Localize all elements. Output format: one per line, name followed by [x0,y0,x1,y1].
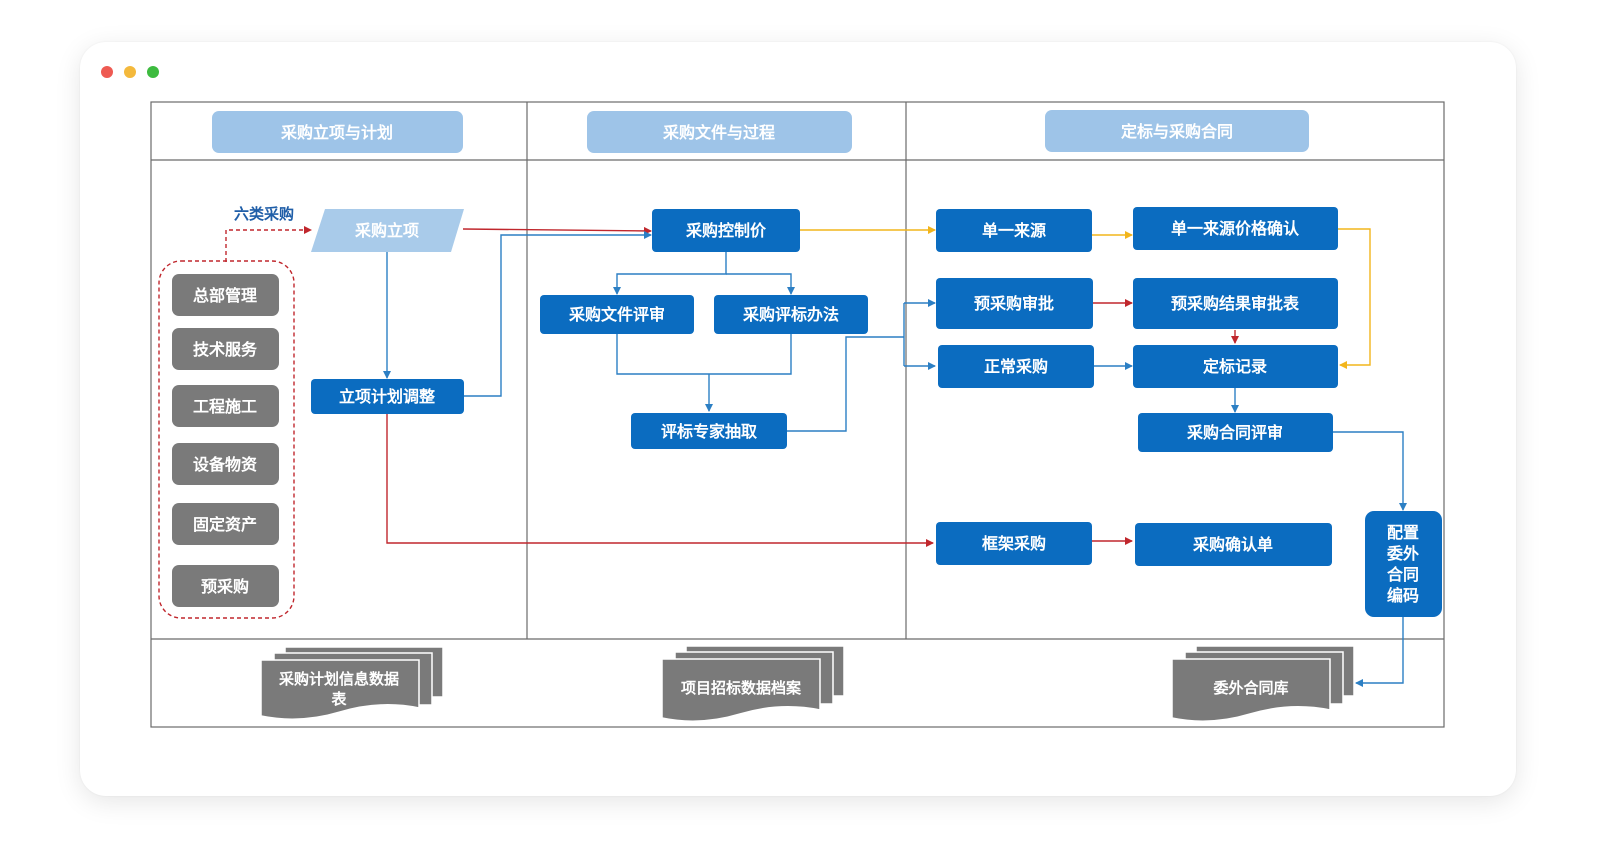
svg-text:采购确认单: 采购确认单 [1192,535,1273,554]
diagram-frame [150,101,1445,728]
lane-header-process-label: 采购文件与过程 [662,123,775,142]
lane-header-contract-label: 定标与采购合同 [1120,122,1233,141]
node-expert-draw: 评标专家抽取 [631,413,787,449]
svg-text:项目招标数据档案: 项目招标数据档案 [681,679,802,697]
window-minimize-button[interactable] [124,66,136,78]
node-single-source: 单一来源 [936,209,1092,252]
lane-grid [150,101,1445,728]
connector-initiation-to-control-price [462,226,652,235]
svg-text:定标记录: 定标记录 [1202,357,1267,376]
svg-text:立项计划调整: 立项计划调整 [339,387,435,406]
connector-group-to-initiation [225,226,312,262]
datastore-bid-archive: 项目招标数据档案 [661,645,845,722]
svg-text:采购控制价: 采购控制价 [685,221,767,240]
svg-text:设备物资: 设备物资 [193,455,257,474]
svg-text:技术服务: 技术服务 [193,340,258,359]
connector-price-to-doc-review [613,251,727,295]
group-outline [158,260,295,619]
node-initiation: 采购立项 [311,209,464,252]
connector-confirm-to-award [1337,228,1371,369]
lane-header-contract: 定标与采购合同 [1045,110,1309,152]
svg-text:委外合同库: 委外合同库 [1213,679,1288,697]
window-close-button[interactable] [101,66,113,78]
node-framework-purchase: 框架采购 [936,522,1092,565]
datastore-plan-table: 采购计划信息数据 表 [260,646,444,720]
node-award-record: 定标记录 [1133,345,1338,388]
lane-header-plan-label: 采购立项与计划 [280,123,393,142]
node-plan-adjust: 立项计划调整 [311,379,464,414]
node-single-price-confirm: 单一来源价格确认 [1133,207,1338,250]
svg-text:框架采购: 框架采购 [982,534,1046,553]
lane-header-plan: 采购立项与计划 [212,111,463,153]
connector-merge-review [616,334,792,375]
connector-review-to-code [1333,431,1407,511]
category-item: 总部管理 [172,274,279,316]
svg-text:工程施工: 工程施工 [193,397,257,416]
category-item: 设备物资 [172,443,279,485]
category-item: 预采购 [172,565,279,607]
svg-text:单一来源价格确认: 单一来源价格确认 [1171,219,1300,238]
node-contract-review: 采购合同评审 [1138,413,1333,452]
category-item: 工程施工 [172,385,279,427]
node-eval-method: 采购评标办法 [714,295,868,334]
svg-text:采购文件评审: 采购文件评审 [568,305,665,324]
purchase-category-group: 六类采购 总部管理 技术服务 工程施工 设备物资 固定资产 预采购 [158,205,295,619]
svg-text:合同: 合同 [1387,565,1419,584]
window-maximize-button[interactable] [147,66,159,78]
connector-price-to-eval-method [726,273,795,295]
svg-text:评标专家抽取: 评标专家抽取 [661,422,757,441]
lane-header-process: 采购文件与过程 [587,111,852,153]
connectors [225,226,1407,687]
node-normal-purchase: 正常采购 [938,345,1094,388]
node-purchase-confirm: 采购确认单 [1135,523,1332,566]
svg-text:预采购: 预采购 [201,577,249,596]
svg-text:固定资产: 固定资产 [193,515,257,534]
svg-text:表: 表 [331,690,347,708]
connector-adjust-to-control-price [463,231,652,397]
connector-adjust-to-framework [386,413,934,547]
svg-text:采购计划信息数据: 采购计划信息数据 [278,670,399,688]
svg-text:总部管理: 总部管理 [193,286,257,305]
svg-text:预采购审批: 预采购审批 [974,294,1054,313]
svg-text:正常采购: 正常采购 [984,357,1048,376]
datastore-contract-repo: 委外合同库 [1171,645,1355,722]
category-item: 固定资产 [172,503,279,545]
node-control-price: 采购控制价 [652,209,800,252]
group-label: 六类采购 [234,205,294,223]
svg-text:采购评标办法: 采购评标办法 [742,305,839,324]
svg-text:单一来源: 单一来源 [982,221,1046,240]
node-assign-contract-code: 配置 委外 合同 编码 [1365,511,1442,617]
svg-text:委外: 委外 [1386,544,1419,563]
svg-text:配置: 配置 [1387,523,1419,542]
category-item: 技术服务 [172,328,279,370]
svg-text:采购立项: 采购立项 [354,221,419,240]
svg-text:编码: 编码 [1387,586,1419,605]
connector-code-to-repo [1355,617,1404,687]
node-doc-review: 采购文件评审 [540,295,694,334]
node-pre-result-approval: 预采购结果审批表 [1133,278,1338,329]
node-pre-approval: 预采购审批 [936,278,1093,329]
connector-expert-out [786,336,904,432]
svg-text:采购合同评审: 采购合同评审 [1186,423,1283,442]
svg-text:预采购结果审批表: 预采购结果审批表 [1171,294,1300,313]
